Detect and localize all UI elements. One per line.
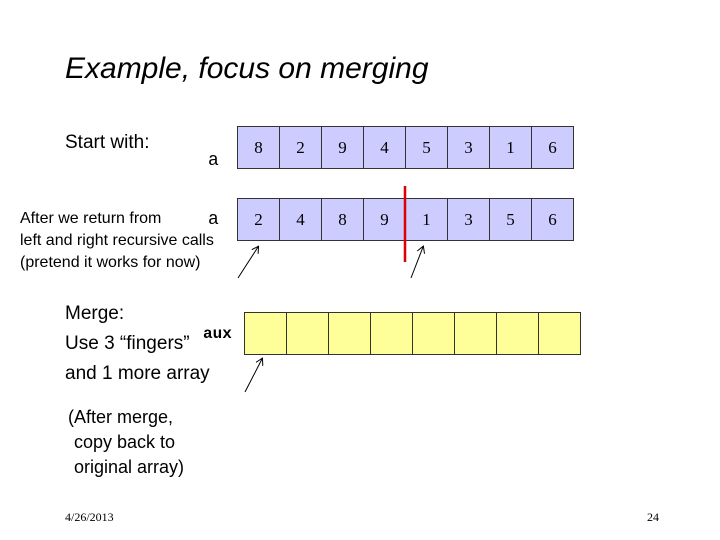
array-cell: 3 [448,198,490,241]
aux-array [244,312,581,355]
aux-label: aux [203,325,232,343]
copy-line: (After merge, [68,407,174,427]
left-finger-arrow [237,247,258,279]
array-cell: 4 [364,126,406,169]
merge-line: and 1 more array [65,363,210,384]
array-cell: 5 [490,198,532,241]
recursive-calls-note: After we return from left and right recu… [20,208,214,274]
slide-title: Example, focus on merging [65,52,429,85]
merge-line: Merge: [65,303,125,324]
copy-line: original array) [74,457,185,477]
right-finger-arrow [410,247,423,279]
aux-cell [539,312,581,355]
aux-cell [329,312,371,355]
note-line: left and right recursive calls [20,232,214,249]
aux-cell [245,312,287,355]
array-cell: 5 [406,126,448,169]
array-cell: 3 [448,126,490,169]
array-a2-label: a [208,210,219,230]
array-cell: 4 [280,198,322,241]
start-with-label: Start with: [65,132,150,153]
merge-line: Use 3 “fingers” [65,333,190,354]
page-number: 24 [647,510,659,524]
note-line: (pretend it works for now) [20,254,201,271]
footer-date: 4/26/2013 [65,510,114,524]
initial-array: 8 2 9 4 5 3 1 6 [237,126,574,169]
aux-cell [371,312,413,355]
array-cell: 6 [532,126,574,169]
array-cell: 2 [280,126,322,169]
merge-text: Merge: Use 3 “fingers” and 1 more array [65,299,210,389]
array-cell: 1 [490,126,532,169]
array-cell: 6 [532,198,574,241]
copy-line: copy back to [74,432,176,452]
aux-finger-arrow [244,359,262,393]
aux-cell [497,312,539,355]
aux-cell [413,312,455,355]
note-line: After we return from [20,210,162,227]
array-cell: 1 [406,198,448,241]
array-a-label: a [208,151,219,171]
array-cell: 9 [364,198,406,241]
array-cell: 9 [322,126,364,169]
array-cell: 8 [322,198,364,241]
array-cell: 8 [238,126,280,169]
copy-back-note: (After merge, copy back to original arra… [68,405,184,480]
sorted-halves-array: 2 4 8 9 1 3 5 6 [237,198,574,241]
aux-cell [455,312,497,355]
array-cell: 2 [238,198,280,241]
aux-cell [287,312,329,355]
